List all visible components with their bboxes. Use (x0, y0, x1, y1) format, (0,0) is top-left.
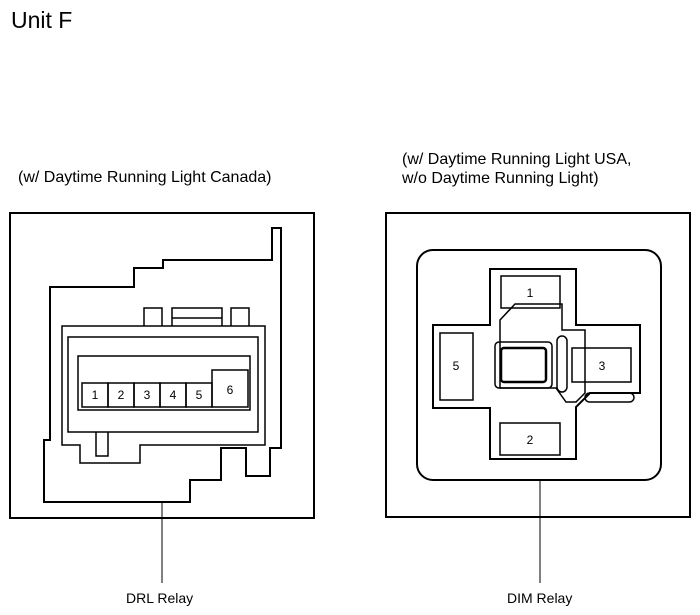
drl-relay-label: DRL Relay (126, 590, 194, 606)
dim-pin-1-label: 1 (527, 286, 534, 300)
drl-pin-6-label: 6 (227, 383, 234, 397)
drl-inner-body (61, 325, 266, 464)
dim-pin-3-label: 3 (599, 359, 606, 373)
left-connector-caption: (w/ Daytime Running Light Canada) (18, 169, 272, 186)
drl-relay-connector: 1 2 3 4 5 6 (9, 212, 315, 583)
dim-center-square-outer (494, 341, 553, 389)
dim-pin-2 (499, 422, 561, 456)
drl-pin-5-label: 5 (196, 388, 203, 402)
drl-frame (9, 212, 315, 519)
dim-horizontal-slot (584, 392, 635, 403)
right-connector-caption-line1: (w/ Daytime Running Light USA, (402, 151, 632, 168)
dim-pin-1 (500, 275, 561, 309)
drl-pin-3-label: 3 (144, 388, 151, 402)
drl-top-tab-right (230, 307, 250, 326)
drl-pin-6 (211, 369, 249, 408)
drl-top-tab-left (143, 307, 163, 326)
drl-top-tab-mid (171, 307, 223, 326)
page-title: Unit F (11, 7, 73, 33)
drl-bottom-key (95, 432, 109, 457)
dim-frame (385, 212, 691, 518)
drl-inner-frame (67, 336, 259, 433)
dim-center-square-inner (499, 346, 548, 384)
drl-pin-block (77, 355, 251, 411)
right-connector-caption-line2: w/o Daytime Running Light) (402, 170, 599, 187)
dim-relay-connector: 1 2 3 5 (385, 212, 691, 583)
drl-pin-1-label: 1 (92, 388, 99, 402)
drl-pin-4-label: 4 (170, 388, 177, 402)
dim-pin-3 (571, 347, 632, 383)
dim-cross-body (432, 268, 641, 460)
drl-pin-2-label: 2 (118, 388, 125, 402)
drl-housing-outline (43, 227, 282, 503)
dim-pin-5 (439, 332, 474, 401)
dim-pin-5-label: 5 (453, 359, 460, 373)
dim-housing-outline (416, 249, 662, 481)
dim-pin-2-label: 2 (527, 433, 534, 447)
dim-relay-label: DIM Relay (507, 590, 573, 606)
dim-vertical-slot (556, 335, 568, 393)
